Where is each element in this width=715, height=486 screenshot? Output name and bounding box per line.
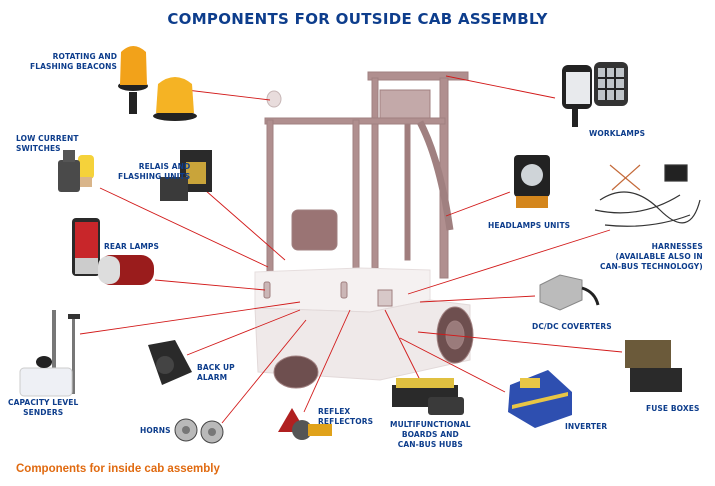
label-reflex-reflectors[interactable]: REFLEX REFLECTORS (318, 407, 374, 426)
product-low-current-switches-image (58, 150, 94, 192)
label-headlamps-units[interactable]: HEADLAMPS UNITS (488, 221, 571, 230)
product-headlamps-units-image (514, 155, 550, 208)
forklift-mast-left (371, 77, 379, 269)
label-rear-lamps[interactable]: REAR LAMPS (104, 242, 160, 251)
label-horns[interactable]: HORNS (140, 426, 171, 435)
product-inverter-image (508, 370, 572, 428)
forklift-rear-lamp-right (340, 281, 348, 299)
product-relais-image (160, 150, 212, 201)
forklift-carriage (379, 89, 431, 119)
forklift-mast-top (367, 71, 469, 81)
forklift-image (254, 71, 474, 389)
leader-line-multifunctional (384, 309, 421, 381)
product-dc-dc-converters-image (539, 274, 600, 311)
leader-line-rear-lamps (154, 279, 266, 291)
product-fuse-boxes-image (625, 340, 682, 392)
leader-line-worklamps (445, 75, 556, 99)
forklift-vent (377, 289, 393, 307)
product-capacity-level-senders-image (19, 310, 80, 397)
leader-line-horns (221, 319, 307, 424)
inside-cab-components-link[interactable]: Components for inside cab assembly (16, 463, 220, 475)
leader-line-relais (204, 189, 286, 261)
leader-line-harnesses (407, 229, 611, 295)
label-fuse-boxes[interactable]: FUSE BOXES (646, 404, 700, 413)
product-multifunctional-boards-image (392, 378, 464, 415)
leader-line-fuse-boxes (417, 331, 623, 353)
product-rear-lamps-image (72, 218, 154, 285)
product-reflex-reflectors-image (278, 408, 332, 440)
label-harnesses[interactable]: HARNESSES (AVAILABLE ALSO IN CAN-BUS TEC… (600, 242, 703, 271)
leader-line-reflectors (303, 309, 351, 413)
label-beacons[interactable]: ROTATING AND FLASHING BEACONS (30, 52, 118, 71)
leader-line-level-senders (79, 301, 301, 335)
page-title: COMPONENTS FOR OUTSIDE CAB ASSEMBLY (167, 10, 548, 28)
label-multifunctional-boards[interactable]: MULTIFUNCTIONAL BOARDS AND CAN-BUS HUBS (390, 420, 471, 449)
label-low-current-switches[interactable]: LOW CURRENT SWITCHES (16, 134, 79, 153)
leader-line-inverter (399, 337, 506, 393)
label-relais[interactable]: RELAIS AND FLASHING UNITS (118, 162, 191, 181)
leader-line-dc-dc (419, 295, 536, 303)
label-worklamps[interactable]: WORKLAMPS (589, 129, 646, 138)
forklift-guard-post-left (266, 119, 274, 281)
forklift-beacon (266, 90, 282, 108)
forklift-wheel-rear (273, 355, 319, 389)
leader-line-back-up-alarm (186, 309, 301, 356)
label-inverter[interactable]: INVERTER (565, 422, 608, 431)
label-dc-dc-converters[interactable]: DC/DC COVERTERS (532, 322, 612, 331)
product-worklamps-image (562, 62, 628, 127)
forklift-seat (291, 209, 338, 251)
product-harnesses-image (594, 164, 701, 227)
leader-lines (79, 75, 623, 424)
label-back-up-alarm[interactable]: BACK UP ALARM (197, 363, 235, 382)
product-back-up-alarm-image (148, 340, 192, 385)
leader-line-switches (99, 187, 269, 268)
product-horns-image (174, 418, 224, 444)
forklift-chain (404, 119, 411, 261)
forklift-guard-post-mid (352, 119, 360, 281)
product-beacons-image (118, 46, 197, 121)
leader-line-headlamps (445, 191, 511, 217)
label-capacity-level-senders[interactable]: CAPACITY LEVEL SENDERS (8, 398, 79, 417)
